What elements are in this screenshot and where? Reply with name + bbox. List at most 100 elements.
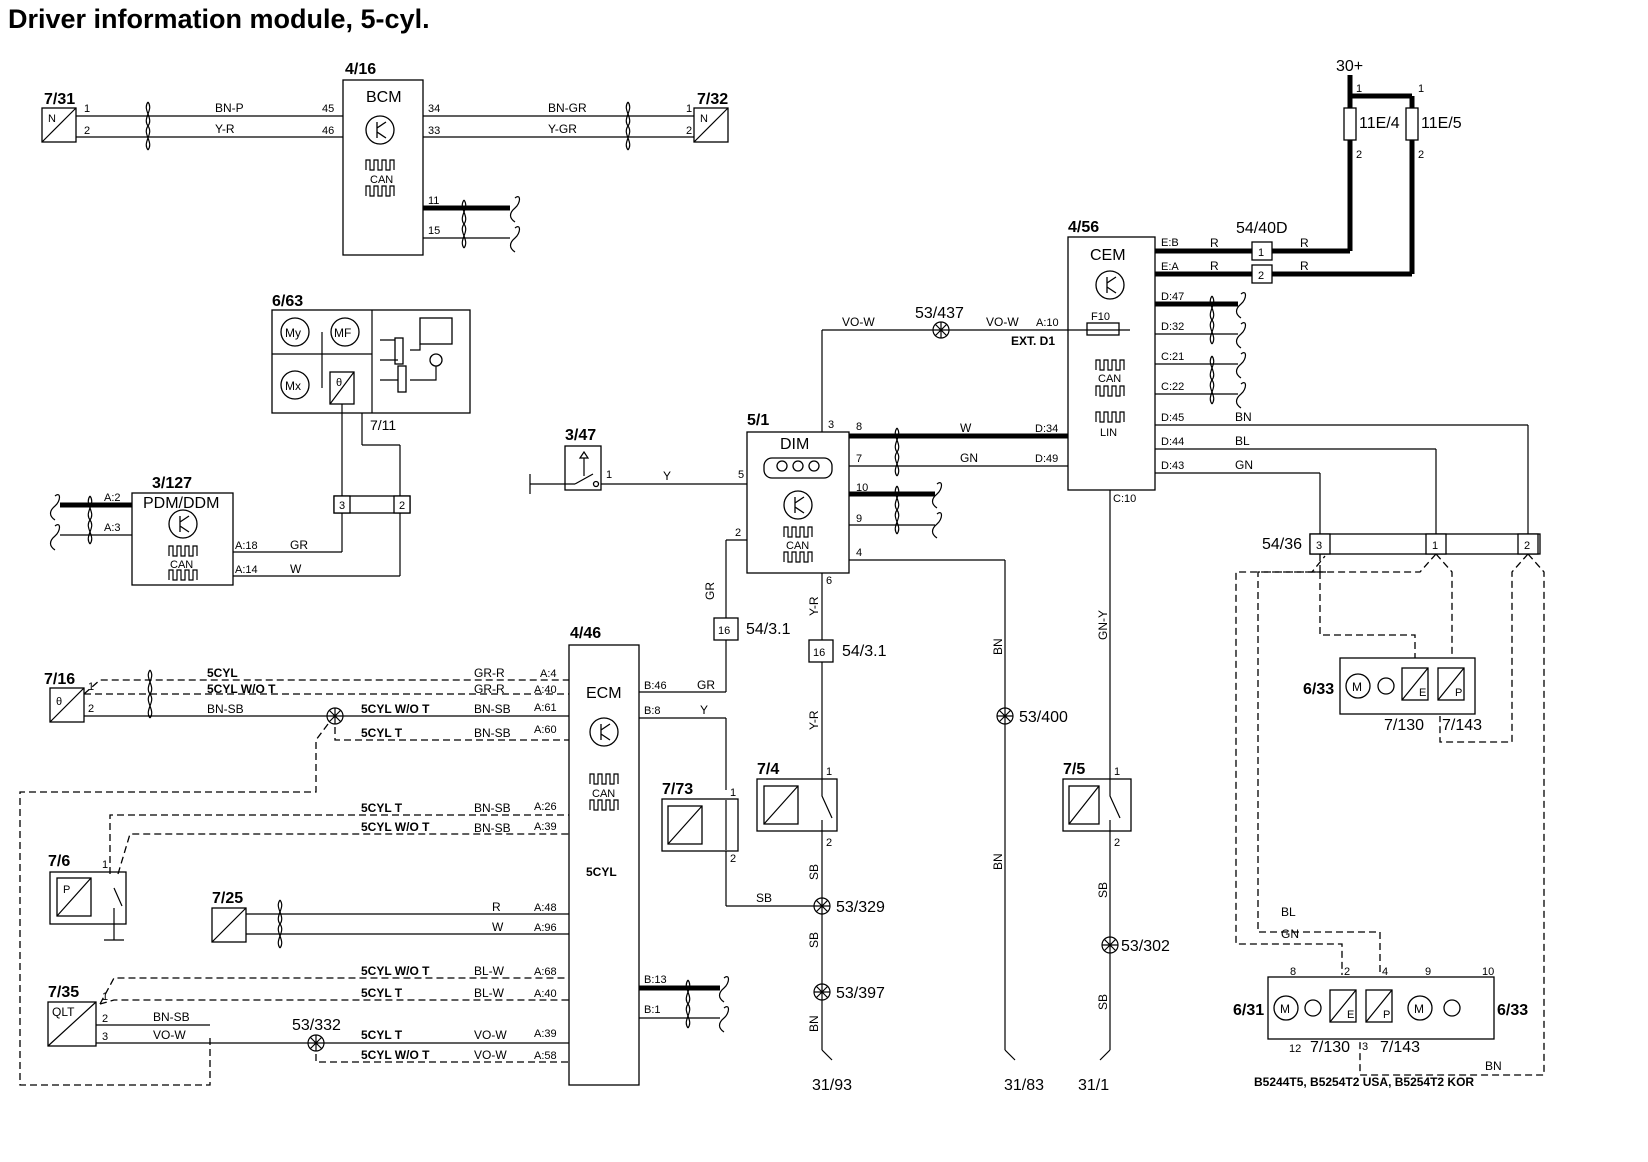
supply-30: 30+: [1336, 58, 1363, 75]
svg-text:B:1: B:1: [644, 1004, 661, 1016]
svg-text:16: 16: [718, 625, 730, 637]
svg-text:EXT. D1: EXT. D1: [1011, 334, 1055, 348]
svg-text:3: 3: [339, 500, 345, 512]
svg-text:16: 16: [813, 647, 825, 659]
svg-text:3: 3: [102, 1031, 108, 1043]
svg-text:1: 1: [1114, 766, 1120, 778]
svg-text:2: 2: [84, 125, 90, 137]
svg-text:M: M: [1280, 1002, 1290, 1016]
svg-text:2: 2: [102, 1013, 108, 1025]
svg-text:2: 2: [1356, 149, 1362, 161]
diagram-title: Driver information module, 5-cyl.: [8, 4, 430, 34]
svg-text:N: N: [48, 113, 56, 125]
svg-text:6: 6: [826, 575, 832, 587]
svg-text:3: 3: [1362, 1041, 1368, 1053]
svg-text:A:10: A:10: [1036, 317, 1059, 329]
svg-text:M: M: [1414, 1002, 1424, 1016]
svg-text:A:2: A:2: [104, 492, 121, 504]
svg-text:7/4: 7/4: [757, 761, 779, 778]
ecm-module: 4/46 ECM CAN 5CYL: [568, 625, 640, 1086]
svg-text:2: 2: [730, 853, 736, 865]
svg-text:N: N: [700, 113, 708, 125]
svg-text:Y: Y: [700, 703, 708, 717]
svg-text:BN: BN: [991, 853, 1005, 870]
connector-54-40d: 54/40D 1 2: [1236, 220, 1288, 284]
svg-text:2: 2: [399, 500, 405, 512]
svg-text:5CYL W/O T: 5CYL W/O T: [361, 1048, 430, 1062]
svg-text:5CYL T: 5CYL T: [361, 986, 403, 1000]
svg-text:GN: GN: [960, 451, 978, 465]
svg-text:BL: BL: [1281, 905, 1296, 919]
svg-text:2: 2: [1258, 270, 1264, 282]
svg-text:6/31: 6/31: [1233, 1002, 1264, 1019]
sensor-7-6: 7/6 P 1: [48, 853, 127, 941]
svg-text:VO-W: VO-W: [842, 315, 875, 329]
svg-text:5: 5: [738, 469, 744, 481]
svg-text:5CYL: 5CYL: [207, 666, 238, 680]
svg-text:C:10: C:10: [1113, 493, 1136, 505]
svg-text:2: 2: [826, 837, 832, 849]
svg-text:1: 1: [1258, 247, 1264, 259]
svg-text:GN: GN: [1235, 458, 1253, 472]
svg-text:2: 2: [1114, 837, 1120, 849]
svg-text:53/400: 53/400: [1019, 709, 1068, 726]
svg-text:R: R: [1300, 259, 1309, 273]
svg-text:2: 2: [1344, 966, 1350, 978]
svg-text:7/143: 7/143: [1380, 1039, 1420, 1056]
switch-7-5: 7/5 1 2: [1062, 761, 1132, 849]
svg-text:6/33: 6/33: [1303, 681, 1334, 698]
svg-text:LIN: LIN: [1100, 427, 1117, 439]
svg-text:10: 10: [856, 482, 868, 494]
svg-text:BL-W: BL-W: [474, 986, 505, 1000]
svg-text:GR: GR: [290, 538, 308, 552]
ground-31-93: 31/93: [812, 1077, 852, 1094]
svg-text:SB: SB: [807, 864, 821, 880]
connector-54-36: 54/36 3 1 2: [1262, 533, 1541, 555]
svg-text:5CYL T: 5CYL T: [361, 726, 403, 740]
svg-text:46: 46: [322, 125, 334, 137]
svg-text:54/40D: 54/40D: [1236, 220, 1288, 237]
svg-text:54/3.1: 54/3.1: [842, 643, 887, 660]
svg-text:MF: MF: [334, 326, 351, 340]
label-7-11: 7/11: [370, 417, 396, 433]
svg-text:BN-SB: BN-SB: [474, 821, 511, 835]
svg-text:7/73: 7/73: [662, 781, 693, 798]
svg-text:A:61: A:61: [534, 702, 557, 714]
svg-text:A:4: A:4: [540, 668, 557, 680]
svg-text:53/332: 53/332: [292, 1017, 341, 1034]
svg-text:11: 11: [428, 195, 439, 207]
svg-text:7/130: 7/130: [1384, 717, 1424, 734]
svg-text:5CYL T: 5CYL T: [361, 1028, 403, 1042]
label-53-437: 53/437: [915, 305, 964, 322]
svg-text:Y-GR: Y-GR: [548, 122, 577, 136]
label-3-127: 3/127: [152, 475, 192, 492]
svg-text:10: 10: [1482, 966, 1494, 978]
svg-text:CAN: CAN: [592, 788, 615, 800]
svg-text:P: P: [1455, 687, 1462, 699]
svg-text:D:43: D:43: [1161, 460, 1184, 472]
svg-text:Y-R: Y-R: [807, 596, 821, 616]
svg-text:W: W: [492, 920, 504, 934]
svg-text:1: 1: [1418, 83, 1424, 95]
svg-text:GN: GN: [1281, 927, 1299, 941]
svg-text:1: 1: [102, 991, 108, 1003]
svg-text:3: 3: [1316, 540, 1322, 552]
svg-text:BL-W: BL-W: [474, 964, 505, 978]
svg-text:B:8: B:8: [644, 705, 661, 717]
svg-text:11E/5: 11E/5: [1421, 115, 1462, 132]
label-5-1: 5/1: [747, 412, 769, 429]
bcm-name: BCM: [366, 89, 402, 106]
svg-text:M: M: [1352, 680, 1362, 694]
svg-text:1: 1: [88, 681, 94, 693]
svg-text:W: W: [960, 421, 972, 435]
svg-text:53/329: 53/329: [836, 899, 885, 916]
svg-text:E: E: [1419, 687, 1426, 699]
svg-text:D:47: D:47: [1161, 291, 1184, 303]
svg-text:2: 2: [686, 125, 692, 137]
svg-text:A:26: A:26: [534, 801, 557, 813]
svg-text:VO-W: VO-W: [153, 1028, 186, 1042]
svg-text:1: 1: [84, 103, 90, 115]
svg-text:7/143: 7/143: [1442, 717, 1482, 734]
label-4-16: 4/16: [345, 61, 376, 78]
